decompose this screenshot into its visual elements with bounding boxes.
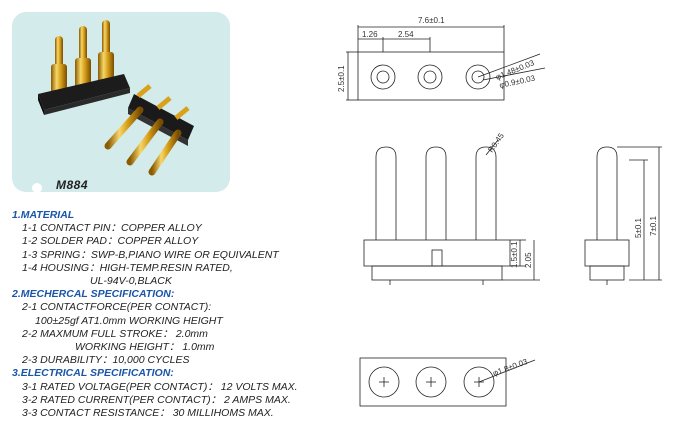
lying-connector bbox=[104, 84, 194, 176]
mechanical-item-continued: WORKING HEIGHT： 1.0mm bbox=[75, 341, 215, 354]
dim-edge-pitch: 1.26 bbox=[362, 30, 378, 39]
product-photo: M884 bbox=[12, 12, 230, 192]
top-view bbox=[346, 25, 546, 101]
model-dot-icon bbox=[32, 183, 42, 192]
side-view bbox=[584, 146, 662, 285]
front-view bbox=[363, 139, 540, 285]
dim-body-height: 2.5±0.1 bbox=[337, 65, 346, 92]
dim-base-total: 2.05 bbox=[524, 252, 533, 268]
mechanical-heading: 2.MECHERCAL SPECIFICATION: bbox=[12, 288, 175, 301]
electrical-heading: 3.ELECTRICAL SPECIFICATION: bbox=[12, 367, 174, 380]
material-item: 1-3 SPRING：SWP-B,PIANO WIRE OR EQUIVALEN… bbox=[22, 248, 279, 261]
specification-list: 1.MATERIAL 1-1 CONTACT PIN：COPPER ALLOY … bbox=[12, 209, 332, 420]
electrical-item: 3-1 RATED VOLTAGE(PER CONTACT)： 12 VOLTS… bbox=[22, 380, 298, 393]
dim-pin-height: 5±0.1 bbox=[634, 217, 643, 238]
mechanical-item: 2-1 CONTACTFORCE(PER CONTACT): bbox=[22, 301, 212, 314]
dim-pad-diameter: φ1.8±0.03 bbox=[492, 357, 530, 378]
mechanical-item-continued: 100±25gf AT1.0mm WORKING HEIGHT bbox=[35, 314, 223, 327]
electrical-item: 3-2 RATED CURRENT(PER CONTACT)： 2 AMPS M… bbox=[22, 393, 291, 406]
dim-base-height: 1.5±0.1 bbox=[510, 241, 519, 268]
material-item: 1-2 SOLDER PAD：COPPER ALLOY bbox=[22, 235, 199, 248]
upright-connector bbox=[38, 20, 130, 115]
connector-photo-illustration bbox=[38, 20, 194, 176]
dim-overall-width: 7.6±0.1 bbox=[418, 16, 445, 25]
mechanical-item: 2-2 MAXMUM FULL STROKE： 2.0mm bbox=[22, 327, 208, 340]
mechanical-item: 2-3 DURABILITY：10,000 CYCLES bbox=[22, 354, 190, 367]
bottom-view bbox=[359, 357, 536, 407]
material-item-continued: UL-94V-0,BLACK bbox=[90, 275, 172, 288]
material-heading: 1.MATERIAL bbox=[12, 209, 75, 221]
dim-total-height: 7±0.1 bbox=[649, 215, 658, 236]
electrical-item: 3-3 CONTACT RESISTANCE： 30 MILLIHOMS MAX… bbox=[22, 407, 274, 420]
model-label: M884 bbox=[56, 178, 89, 192]
dim-pin-pitch: 2.54 bbox=[398, 30, 414, 39]
material-item: 1-4 HOUSING：HIGH-TEMP.RESIN RATED, bbox=[22, 261, 233, 274]
material-item: 1-1 CONTACT PIN：COPPER ALLOY bbox=[22, 222, 202, 235]
dim-tip-radius: R0.45 bbox=[486, 131, 506, 154]
